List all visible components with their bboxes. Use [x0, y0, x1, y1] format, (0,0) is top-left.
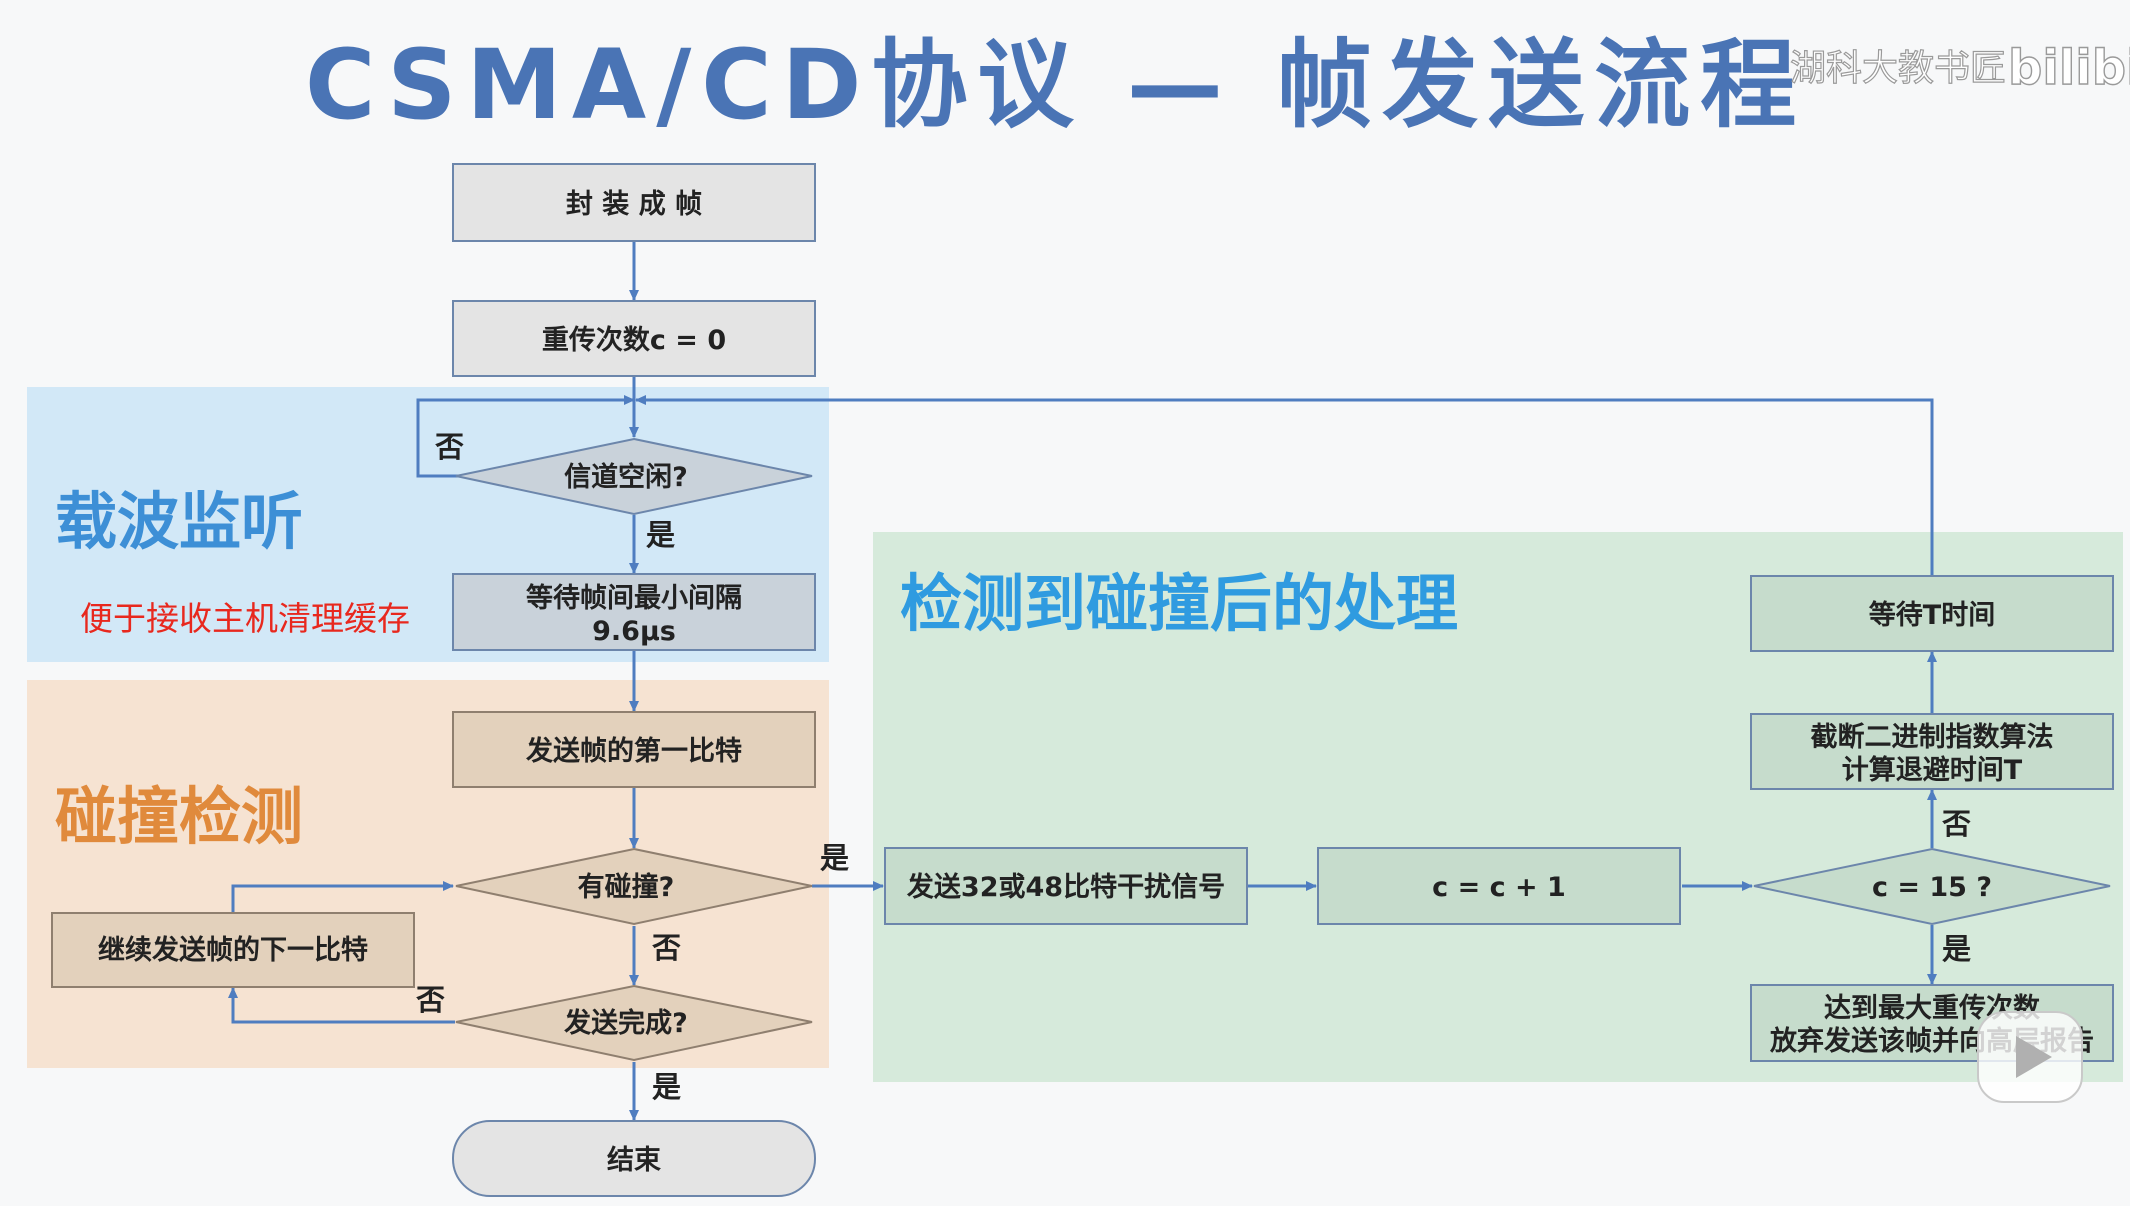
region-label-collision-detect: 碰撞检测	[55, 780, 303, 853]
node-label: 有碰撞?	[578, 871, 675, 903]
node-channel-idle-decision: 信道空闲?	[455, 437, 813, 516]
edge-label-collision-no: 否	[652, 931, 681, 965]
node-send-first-bit: 发送帧的第一比特	[452, 711, 816, 788]
node-label-line2: 计算退避时间T	[1842, 754, 2023, 786]
node-label: 重传次数c = 0	[542, 325, 726, 356]
node-send-done-decision: 发送完成?	[455, 984, 813, 1062]
edge-done-no	[228, 987, 455, 1024]
edge-wait-t-to-idle	[635, 395, 1934, 575]
node-wait-t: 等待T时间	[1750, 575, 2114, 652]
edge-label-c15-no: 否	[1942, 807, 1971, 841]
node-send-jam-signal: 发送32或48比特干扰信号	[884, 847, 1248, 925]
edge-idle-no-loop	[416, 395, 635, 478]
node-end: 结束	[452, 1120, 816, 1197]
node-label: 发送完成?	[563, 1007, 688, 1039]
node-label: 信道空闲?	[564, 461, 688, 493]
node-label: 继续发送帧的下一比特	[98, 934, 368, 966]
node-increment-c: c = c + 1	[1317, 847, 1681, 925]
node-label: c = c + 1	[1432, 872, 1566, 903]
node-backoff-calc: 截断二进制指数算法 计算退避时间T	[1750, 713, 2114, 790]
play-button-icon[interactable]	[1977, 1011, 2083, 1103]
node-label-line1: 截断二进制指数算法	[1811, 721, 2054, 753]
node-label: 封 装 成 帧	[566, 189, 702, 220]
page-title: CSMA/CD协议 — 帧发送流程	[305, 29, 1806, 141]
edge-label-c15-yes: 是	[1942, 932, 1971, 966]
edge-label-collision-yes: 是	[820, 841, 849, 875]
bilibili-logo: bilibili	[2008, 40, 2130, 96]
region-label-collision-handling: 检测到碰撞后的处理	[900, 567, 1458, 640]
edge-label-idle-yes: 是	[646, 518, 675, 552]
node-label-line2: 9.6μs	[592, 616, 676, 647]
node-wait-interframe-gap: 等待帧间最小间隔 9.6μs	[452, 573, 816, 651]
node-retry-count-init: 重传次数c = 0	[452, 300, 816, 377]
node-label: 等待T时间	[1869, 599, 1995, 631]
node-c15-decision: c = 15 ?	[1753, 847, 2111, 926]
edge-label-done-no: 否	[416, 983, 445, 1017]
edge-label-idle-no: 否	[435, 430, 464, 464]
node-encapsulate-frame: 封 装 成 帧	[452, 163, 816, 242]
watermark-text: 湖科大教书匠	[1790, 48, 2006, 89]
node-label: 发送32或48比特干扰信号	[906, 871, 1225, 903]
annotation-note: 便于接收主机清理缓存	[80, 599, 410, 638]
edge-continue-to-collision	[231, 881, 454, 912]
region-label-carrier-sense: 载波监听	[55, 485, 303, 558]
node-label: c = 15 ?	[1872, 872, 1992, 903]
node-label: 发送帧的第一比特	[525, 735, 742, 767]
node-collision-decision: 有碰撞?	[455, 847, 813, 926]
edge-label-done-yes: 是	[652, 1070, 681, 1104]
node-label: 结束	[607, 1145, 661, 1176]
node-continue-next-bit: 继续发送帧的下一比特	[51, 912, 415, 988]
node-label-line1: 等待帧间最小间隔	[526, 582, 742, 614]
